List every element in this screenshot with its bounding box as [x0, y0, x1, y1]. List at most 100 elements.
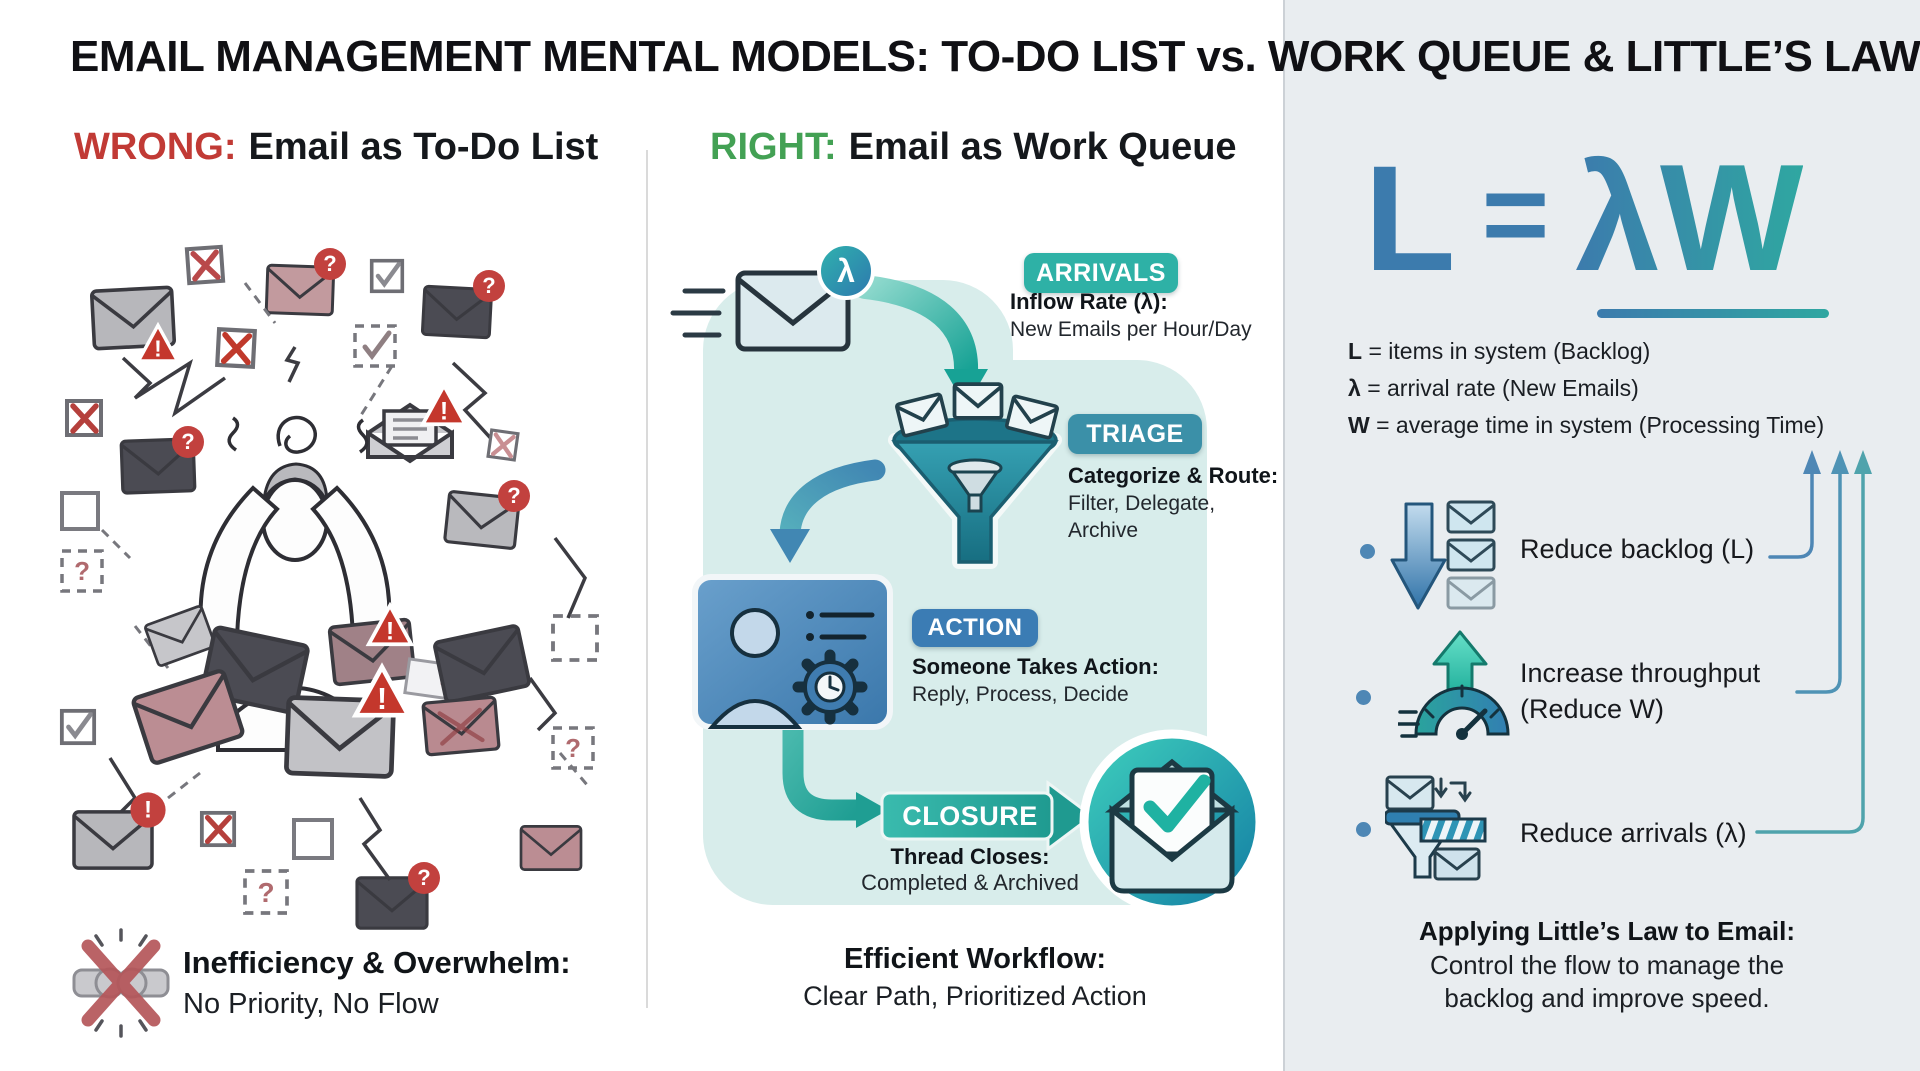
- gear-clock-icon: [792, 649, 868, 725]
- arrow-action-to-closure: [782, 716, 888, 828]
- triage-badge: TRIAGE: [1068, 414, 1202, 454]
- elbow-arrow-icon: [1449, 781, 1472, 803]
- envelope-icon: [143, 604, 217, 668]
- dashed-connector: [133, 625, 170, 669]
- lambda-badge-icon: [817, 242, 875, 300]
- triage-line2: Archive: [1068, 519, 1139, 542]
- zigzag-line: [553, 536, 588, 619]
- funnel-filter-icon: [1385, 809, 1487, 879]
- up-arrowhead: [1803, 450, 1821, 474]
- lambda-symbol: λ: [837, 253, 855, 289]
- bullet-dot: [1356, 822, 1371, 837]
- question-badge-icon: [314, 248, 346, 280]
- dashed-connector: [100, 528, 132, 560]
- small-funnel-glyph: [947, 458, 1003, 513]
- dashed-connector: [558, 752, 590, 787]
- zigzag-line: [451, 361, 497, 445]
- bullet-dot: [1356, 690, 1371, 705]
- svg-text:?: ?: [257, 877, 274, 908]
- lightning-line: [284, 346, 301, 383]
- formula-L: L: [1364, 134, 1456, 302]
- zigzag-line: [121, 356, 227, 418]
- def-L: L = items in system (Backlog): [1348, 338, 1651, 364]
- formula-lambdaW: λW: [1575, 133, 1804, 303]
- checkbox-check-icon: [372, 261, 403, 292]
- panel-divider: [646, 150, 648, 1008]
- person-head: [730, 608, 780, 658]
- right-panel-heading: RIGHT: Email as Work Queue: [710, 126, 1237, 169]
- applying-law-line1: Control the flow to manage the: [1429, 950, 1785, 980]
- task-list-lines: [806, 611, 875, 641]
- envelope-x-icon: [421, 695, 501, 757]
- right-footer-text: Clear Path, Prioritized Action: [803, 981, 1147, 1011]
- dashed-box-icon: [551, 614, 599, 662]
- incoming-email-icon: λ: [670, 242, 875, 352]
- down-arrow-icon: [1390, 502, 1447, 610]
- envelope-stack-icon: [1446, 500, 1496, 610]
- up-arrowhead: [1854, 450, 1872, 474]
- question-badge-icon: [172, 426, 204, 458]
- stress-spiral: [276, 415, 317, 454]
- action-line: Reply, Process, Decide: [912, 683, 1129, 706]
- empty-checkbox-icon: [292, 818, 334, 860]
- checkbox-x-icon: [488, 430, 518, 460]
- dashed-connector: [167, 771, 201, 800]
- action-bold: Someone Takes Action:: [912, 654, 1159, 679]
- littles-law-formula: L=λW: [1364, 142, 1803, 294]
- wrong-label: WRONG:: [74, 126, 237, 168]
- dashed-connector: [243, 282, 277, 324]
- arrivals-bold: Inflow Rate (λ):: [1010, 289, 1168, 314]
- arrow-triage-to-action: [770, 459, 886, 563]
- feedback-connector-arrows: [1755, 450, 1872, 834]
- closure-badge-label: CLOSURE: [902, 801, 1038, 831]
- arrivals-text: Inflow Rate (λ): New Emails per Hour/Day: [1010, 288, 1252, 343]
- action-card-icon: [692, 574, 893, 730]
- dashed-connector: [356, 365, 394, 421]
- svg-text:?: ?: [74, 556, 90, 586]
- broken-flow-icon: [72, 928, 170, 1038]
- svg-text:?: ?: [565, 733, 581, 763]
- zigzag-line: [528, 676, 558, 732]
- wrong-footer-text: No Priority, No Flow: [183, 988, 439, 1020]
- applying-law-line2: backlog and improve speed.: [1444, 983, 1770, 1013]
- reduce-backlog-icon: [1390, 500, 1496, 610]
- arrivals-badge: ARRIVALS: [1024, 253, 1178, 293]
- reduce-arrivals-icon: [1385, 775, 1487, 881]
- page-title: EMAIL MANAGEMENT MENTAL MODELS: TO-DO LI…: [70, 32, 1920, 81]
- wrong-footer-title: Inefficiency & Overwhelm:: [183, 945, 571, 980]
- formula-definitions: L = items in system (Backlog) λ = arriva…: [1348, 333, 1824, 444]
- closure-banner: [880, 780, 1095, 852]
- check-icon: [1143, 774, 1211, 833]
- dashed-question-box-icon: ?: [551, 726, 595, 770]
- envelope-icon: [432, 623, 532, 705]
- up-arrowhead: [1831, 450, 1849, 474]
- wrong-panel-heading: WRONG: Email as To-Do List: [74, 126, 598, 169]
- triage-bold: Categorize & Route:: [1068, 463, 1279, 488]
- littles-law-panel-bg: [1283, 0, 1920, 1071]
- right-label: RIGHT:: [710, 126, 837, 168]
- increase-throughput-icon: [1398, 630, 1510, 740]
- question-badge-icon: [498, 480, 530, 512]
- dashed-question-box-icon: ?: [60, 549, 104, 593]
- checkbox-x-icon: [187, 247, 223, 283]
- wrong-label-rest: Email as To-Do List: [248, 126, 599, 168]
- question-badge-icon: [408, 862, 440, 894]
- bullet-dot: [1360, 544, 1375, 559]
- right-footer-title: Efficient Workflow:: [843, 943, 1107, 975]
- def-W: W = average time in system (Processing T…: [1348, 412, 1825, 438]
- envelope-icon: [519, 825, 583, 871]
- checkbox-x-icon: [67, 401, 101, 435]
- speedometer-icon: [1398, 684, 1510, 740]
- right-label-rest: Email as Work Queue: [848, 126, 1237, 168]
- action-text: Someone Takes Action: Reply, Process, De…: [912, 653, 1159, 708]
- zigzag-line: [358, 797, 392, 882]
- lever-increase-throughput: Increase throughput(Reduce W): [1520, 658, 1761, 724]
- formula-underline: [1597, 309, 1829, 318]
- email-chaos-illustration: ? ! !: [40, 198, 599, 930]
- up-arrow-icon: [1432, 630, 1488, 698]
- exclam-badge-icon: [130, 792, 166, 828]
- completed-email-badge: [1079, 729, 1265, 915]
- person-body: [707, 699, 803, 729]
- question-badge-icon: [473, 270, 505, 302]
